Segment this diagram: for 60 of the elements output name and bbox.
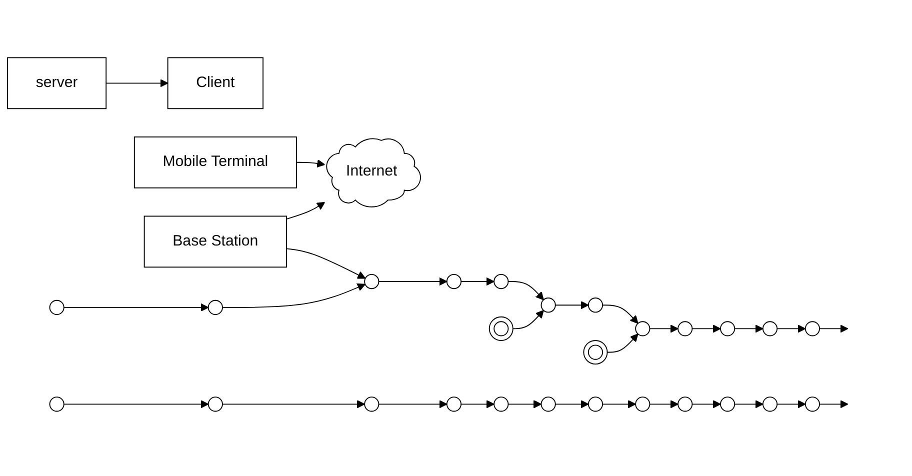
arrow bbox=[554, 300, 589, 310]
node-circle bbox=[720, 396, 736, 412]
node-box: Mobile Terminal bbox=[134, 136, 297, 188]
node-circle bbox=[762, 396, 778, 412]
node-circle bbox=[49, 300, 64, 315]
node-circle bbox=[540, 298, 556, 313]
arrow bbox=[63, 303, 209, 312]
arrow bbox=[106, 79, 168, 88]
arrow bbox=[508, 281, 544, 300]
arrow bbox=[692, 400, 721, 408]
node-circle bbox=[49, 396, 64, 412]
arrow bbox=[378, 277, 448, 286]
arrow bbox=[776, 400, 806, 408]
arrow bbox=[512, 310, 544, 330]
arrow bbox=[378, 400, 448, 408]
node-circle bbox=[635, 321, 650, 336]
node-circle bbox=[678, 321, 693, 336]
arrow bbox=[554, 400, 589, 408]
node-box: Base Station bbox=[144, 216, 287, 268]
arrow bbox=[286, 248, 366, 279]
node-circle bbox=[364, 274, 380, 290]
node-circle bbox=[635, 396, 650, 412]
node-circle bbox=[588, 396, 604, 412]
arrow bbox=[734, 324, 764, 333]
arrow bbox=[508, 400, 542, 408]
node-circle bbox=[364, 396, 380, 412]
node-circle bbox=[494, 396, 509, 412]
node-box: Client bbox=[167, 57, 264, 110]
arrow bbox=[460, 277, 494, 286]
node-circle bbox=[208, 300, 223, 315]
arrow bbox=[776, 324, 806, 333]
arrow bbox=[602, 400, 636, 408]
node-circle bbox=[720, 321, 736, 336]
arrow bbox=[63, 400, 209, 408]
arrow bbox=[734, 400, 764, 408]
node-circle bbox=[804, 396, 820, 412]
arrow bbox=[286, 202, 326, 220]
arrow bbox=[222, 400, 365, 408]
arrow bbox=[819, 324, 848, 333]
node-circle bbox=[588, 298, 604, 313]
node-circle bbox=[804, 321, 820, 336]
node-circle bbox=[494, 274, 509, 290]
arrow bbox=[649, 400, 678, 408]
arrow bbox=[606, 334, 638, 353]
arrow bbox=[602, 304, 638, 324]
node-double-circle bbox=[583, 340, 608, 365]
arrow bbox=[819, 400, 848, 408]
node-circle bbox=[446, 274, 462, 290]
node-circle bbox=[446, 396, 462, 412]
node-circle bbox=[208, 396, 223, 412]
node-circle bbox=[540, 396, 556, 412]
node-circle bbox=[678, 396, 693, 412]
node-box: server bbox=[7, 57, 107, 110]
arrow bbox=[222, 283, 366, 308]
arrow bbox=[649, 324, 678, 333]
arrow bbox=[296, 159, 326, 168]
arrow bbox=[460, 400, 494, 408]
node-circle bbox=[762, 321, 778, 336]
node-double-circle bbox=[488, 316, 514, 341]
arrow bbox=[692, 324, 721, 333]
